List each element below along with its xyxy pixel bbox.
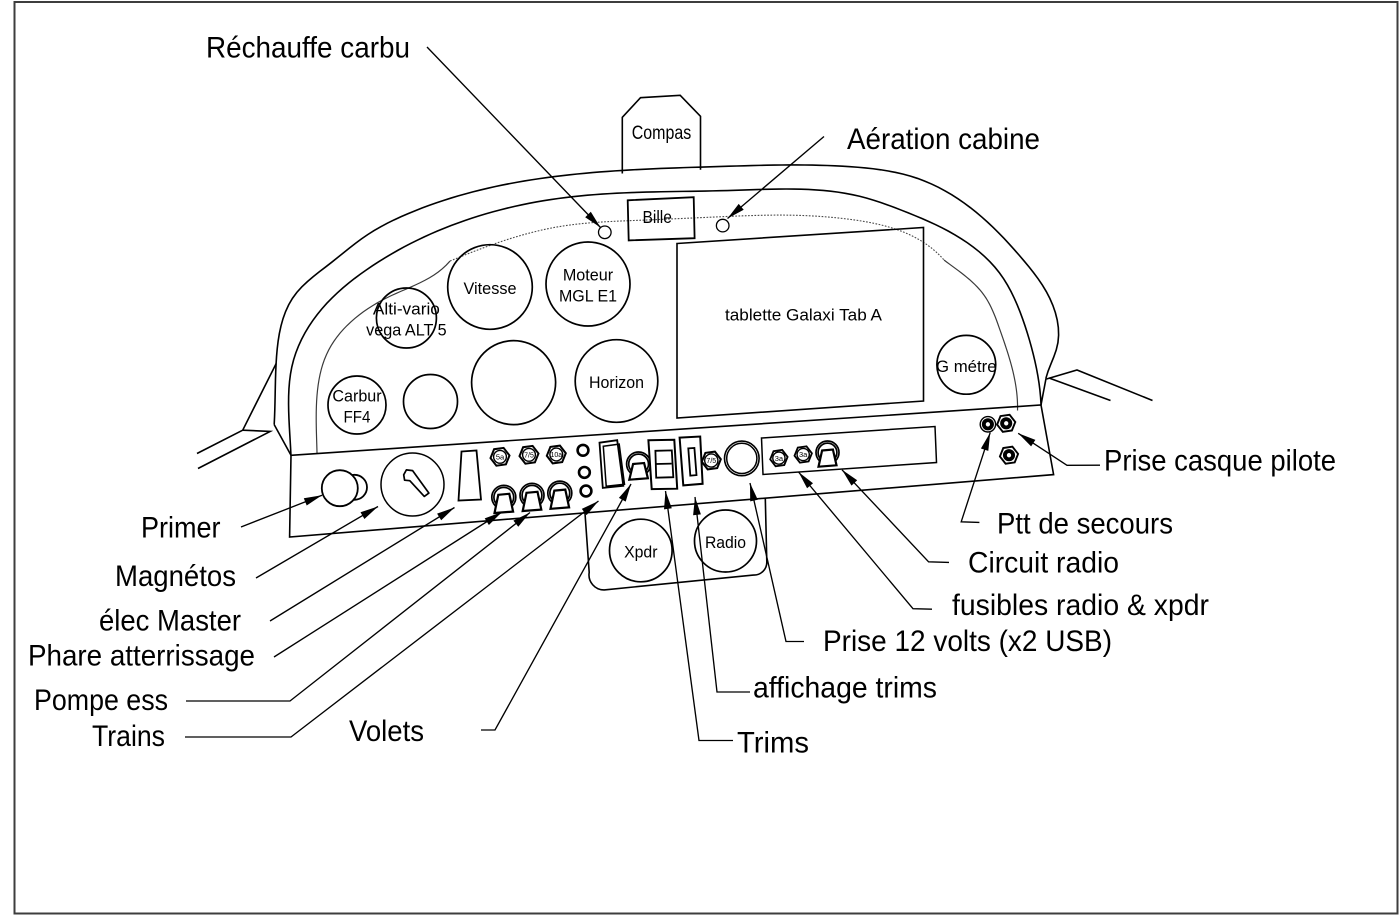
svg-text:Trains: Trains bbox=[92, 720, 165, 753]
svg-text:Carbur: Carbur bbox=[332, 387, 382, 406]
svg-text:Primer: Primer bbox=[141, 511, 221, 544]
svg-text:Phare atterrissage: Phare atterrissage bbox=[28, 640, 255, 673]
svg-text:Volets: Volets bbox=[349, 715, 424, 748]
svg-text:7/5: 7/5 bbox=[706, 458, 716, 465]
svg-text:Moteur: Moteur bbox=[563, 266, 614, 285]
svg-text:Réchauffe carbu: Réchauffe carbu bbox=[206, 32, 410, 65]
svg-text:tablette Galaxi Tab A: tablette Galaxi Tab A bbox=[725, 305, 883, 324]
svg-text:élec Master: élec Master bbox=[99, 605, 241, 638]
svg-text:Prise casque pilote: Prise casque pilote bbox=[1104, 445, 1336, 478]
svg-text:MGL E1: MGL E1 bbox=[559, 287, 617, 306]
svg-text:Horizon: Horizon bbox=[589, 373, 644, 392]
svg-text:vega ALT 5: vega ALT 5 bbox=[366, 321, 447, 340]
svg-text:Ptt de secours: Ptt de secours bbox=[997, 508, 1173, 541]
svg-text:5a: 5a bbox=[496, 453, 505, 462]
svg-text:G métre: G métre bbox=[936, 357, 997, 376]
svg-text:FF4: FF4 bbox=[344, 408, 371, 427]
svg-text:Compas: Compas bbox=[632, 123, 692, 144]
svg-text:3a: 3a bbox=[775, 454, 784, 463]
svg-text:Aération cabine: Aération cabine bbox=[847, 123, 1040, 156]
svg-text:3a: 3a bbox=[799, 450, 808, 459]
svg-text:Vitesse: Vitesse bbox=[464, 279, 517, 298]
svg-text:10a: 10a bbox=[550, 452, 562, 459]
svg-text:Magnétos: Magnétos bbox=[115, 560, 236, 593]
svg-text:Circuit radio: Circuit radio bbox=[968, 547, 1119, 580]
svg-text:Trims: Trims bbox=[737, 727, 809, 760]
svg-text:7/5: 7/5 bbox=[524, 452, 534, 459]
svg-text:Alti-vario: Alti-vario bbox=[373, 300, 440, 319]
svg-text:Xpdr: Xpdr bbox=[624, 543, 658, 562]
svg-text:Pompe ess: Pompe ess bbox=[34, 684, 168, 717]
svg-text:Bille: Bille bbox=[642, 207, 672, 227]
svg-text:Radio: Radio bbox=[705, 533, 746, 552]
svg-text:Prise 12 volts (x2 USB): Prise 12 volts (x2 USB) bbox=[823, 625, 1112, 658]
svg-text:affichage trims: affichage trims bbox=[753, 672, 937, 705]
svg-text:fusibles radio & xpdr: fusibles radio & xpdr bbox=[952, 589, 1209, 622]
